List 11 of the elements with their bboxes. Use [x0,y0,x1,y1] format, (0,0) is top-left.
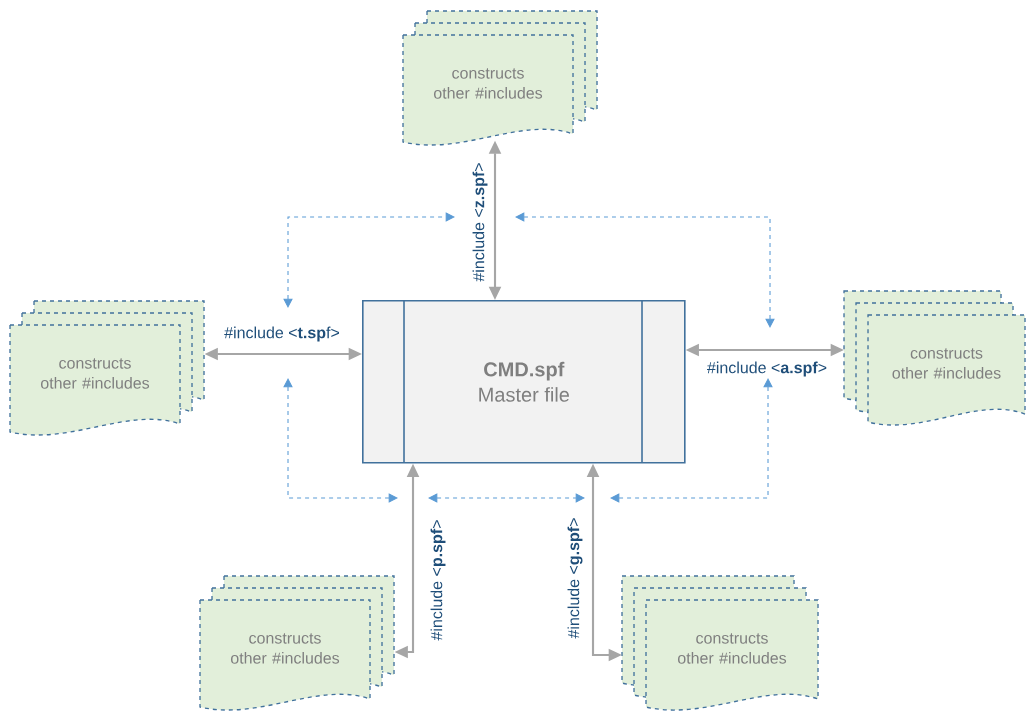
document-stack: constructs other #includes [621,575,819,711]
document-stack: constructs other #includes [843,290,1026,426]
document-stack: constructs other #includes [199,575,395,711]
document-stack: constructs other #includes [402,10,598,146]
edge-label: #include <z.spf> [471,161,489,283]
edge-label: #include <g.spf> [566,516,584,640]
edge-label: #include <a.spf> [705,360,829,378]
document-stack: constructs other #includes [9,300,205,436]
process-box: CMD.spf Master file [362,299,686,464]
edge-label: #include <t.spf> [222,325,342,343]
edge-label: #include <p.spf> [429,518,447,642]
